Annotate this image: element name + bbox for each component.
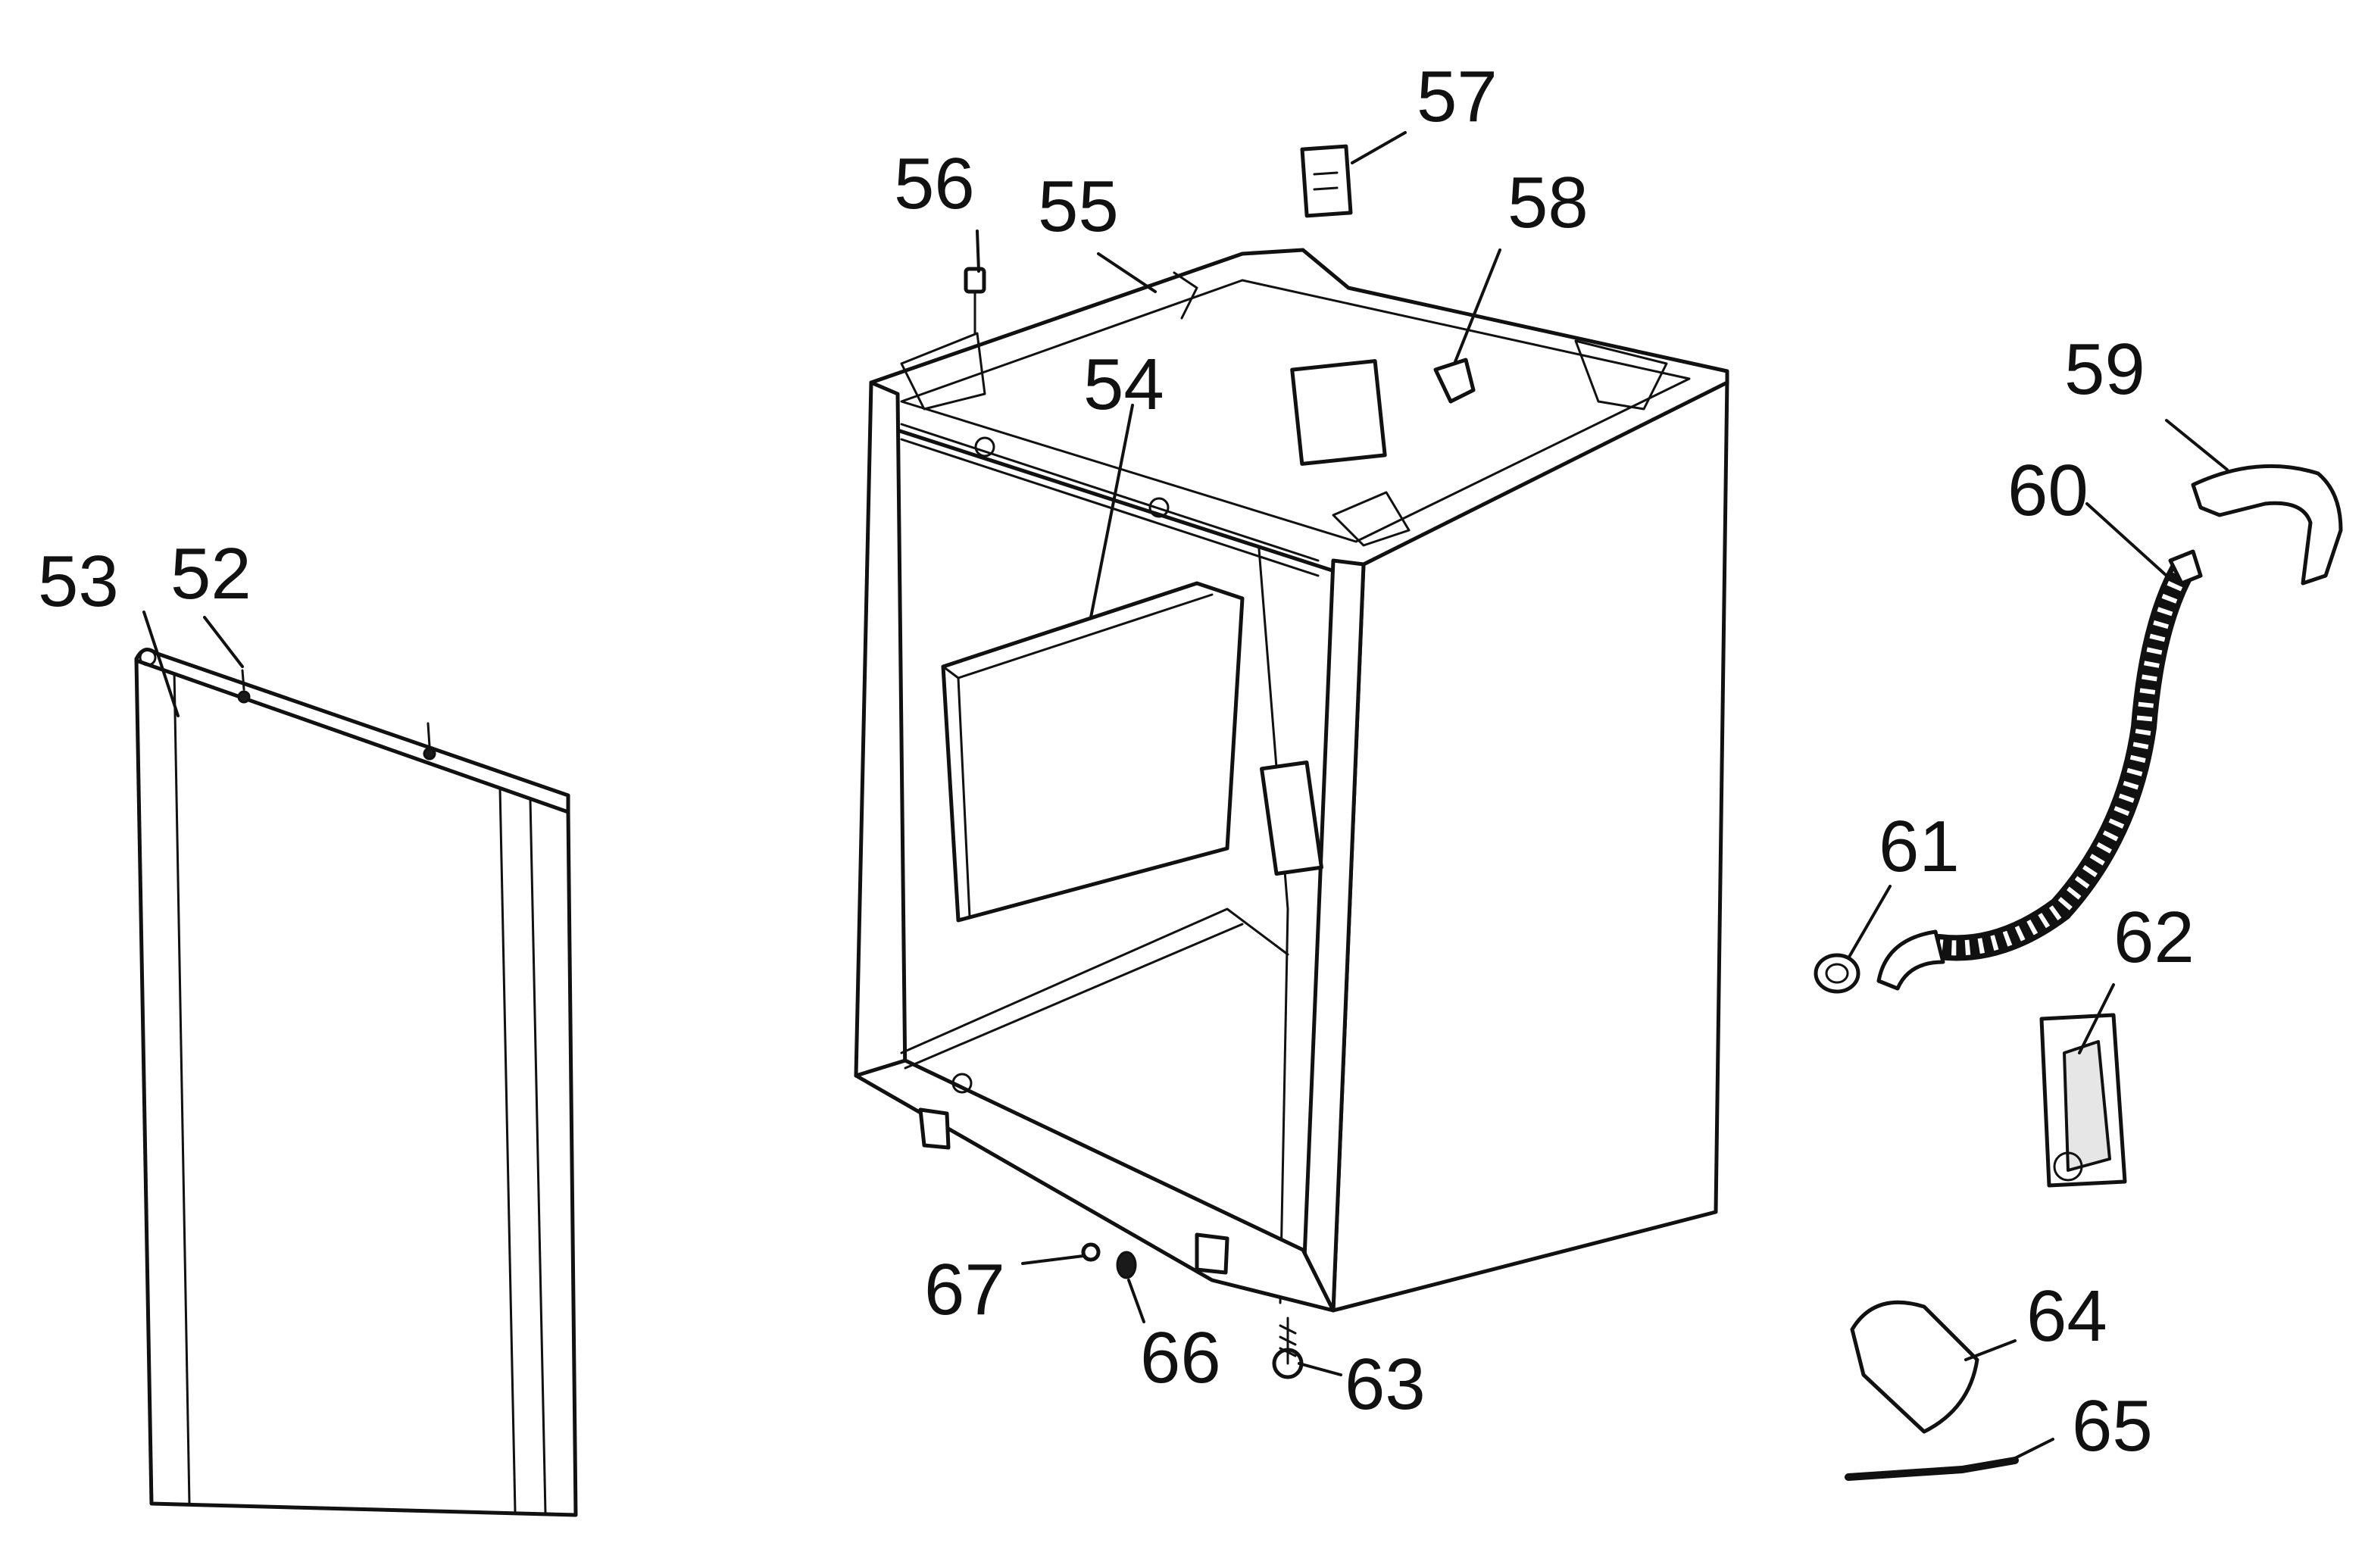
pad-part-54 (941, 581, 1245, 923)
hose-hanger-part-59 (2191, 464, 2343, 586)
callout-54: 54 (1083, 344, 1164, 425)
callout-64: 64 (2026, 1276, 2107, 1357)
callout-57: 57 (1417, 56, 1498, 137)
label-part-57 (1300, 144, 1353, 218)
brace-part-55 (1173, 271, 1198, 320)
bracket-part-62 (2039, 1013, 2127, 1188)
callout-59: 59 (2064, 329, 2145, 410)
callout-66: 66 (1140, 1317, 1221, 1398)
callout-52: 52 (170, 533, 251, 614)
callout-55: 55 (1038, 166, 1119, 247)
callout-60: 60 (2007, 450, 2089, 531)
callout-61: 61 (1879, 806, 1960, 887)
callout-numbers: 53 52 54 55 56 57 58 59 60 61 62 63 64 6… (38, 56, 2195, 1466)
drain-hose-part-60 (1876, 549, 2203, 991)
clamp-part-61 (1814, 953, 1860, 994)
callout-56: 56 (894, 143, 975, 224)
callout-63: 63 (1345, 1344, 1426, 1425)
callout-53: 53 (38, 541, 119, 622)
grommet-part-66 (1116, 1251, 1137, 1279)
clip-part-58 (1290, 358, 1476, 466)
tie-strap-part-65 (1845, 1457, 2019, 1481)
pouch-part-64 (1850, 1300, 1979, 1434)
callout-65: 65 (2072, 1385, 2153, 1466)
leader-lines (142, 131, 2229, 1460)
screw-part-67 (1081, 1242, 1101, 1262)
callout-58: 58 (1507, 162, 1589, 243)
callout-67: 67 (924, 1249, 1005, 1330)
screw-part-63 (1272, 1317, 1304, 1379)
bolt-part-56 (964, 267, 986, 335)
callout-62: 62 (2114, 897, 2195, 978)
screw-part-52 (237, 669, 436, 761)
front-panel-part-53 (134, 648, 578, 1517)
